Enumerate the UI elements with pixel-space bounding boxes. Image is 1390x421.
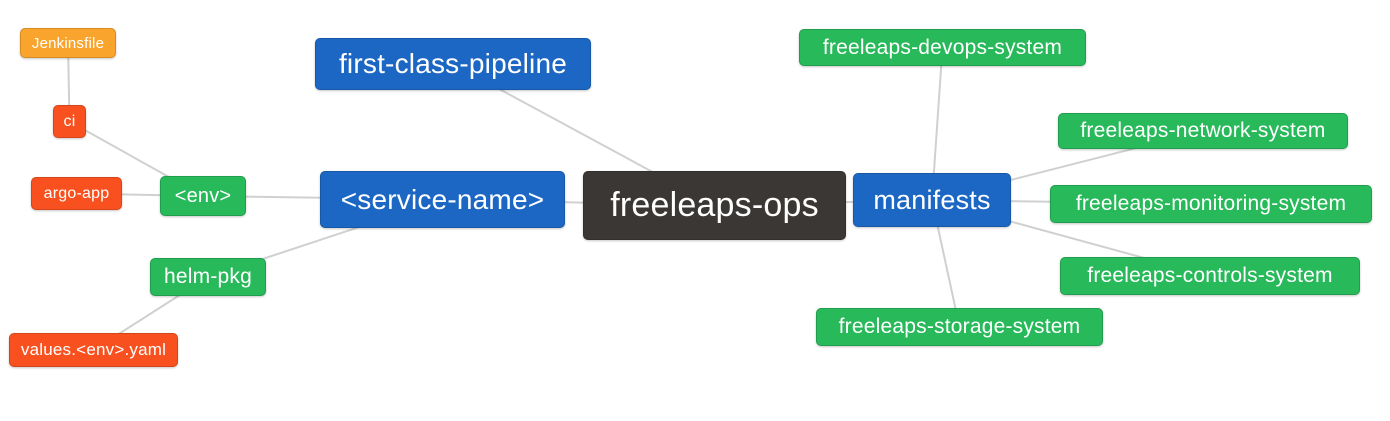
node-freeleaps-monitoring-system[interactable]: freeleaps-monitoring-system bbox=[1050, 185, 1372, 223]
node-argo-app[interactable]: argo-app bbox=[31, 177, 122, 210]
node-freeleaps-storage-system[interactable]: freeleaps-storage-system bbox=[816, 308, 1103, 346]
node-service-name[interactable]: <service-name> bbox=[320, 171, 565, 228]
node-env[interactable]: <env> bbox=[160, 176, 246, 216]
node-helm-pkg[interactable]: helm-pkg bbox=[150, 258, 266, 296]
node-freeleaps-devops-system[interactable]: freeleaps-devops-system bbox=[799, 29, 1086, 66]
node-values-env-yaml[interactable]: values.<env>.yaml bbox=[9, 333, 178, 367]
node-manifests[interactable]: manifests bbox=[853, 173, 1011, 227]
node-freeleaps-controls-system[interactable]: freeleaps-controls-system bbox=[1060, 257, 1360, 295]
node-freeleaps-ops[interactable]: freeleaps-ops bbox=[583, 171, 846, 240]
node-freeleaps-network-system[interactable]: freeleaps-network-system bbox=[1058, 113, 1348, 149]
node-ci[interactable]: ci bbox=[53, 105, 86, 138]
node-jenkinsfile[interactable]: Jenkinsfile bbox=[20, 28, 116, 58]
node-first-class-pipeline[interactable]: first-class-pipeline bbox=[315, 38, 591, 90]
